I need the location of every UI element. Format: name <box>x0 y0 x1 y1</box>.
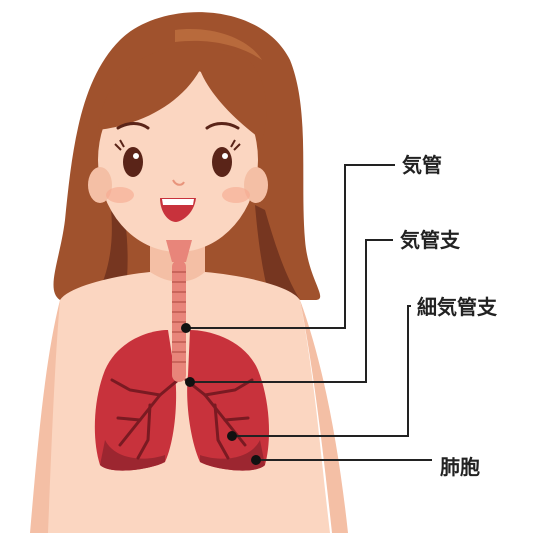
cheek-right <box>222 187 250 203</box>
label-bronchus: 気管支 <box>400 230 460 250</box>
eye-left <box>123 147 143 177</box>
eye-left-highlight <box>133 153 139 159</box>
dot-bronchiole <box>227 431 237 441</box>
label-trachea: 気管 <box>402 155 442 175</box>
eye-right <box>212 147 232 177</box>
dot-bronchus <box>185 377 195 387</box>
dot-alveoli <box>251 455 261 465</box>
eye-right-highlight <box>222 153 228 159</box>
cheek-left <box>106 187 134 203</box>
dot-trachea <box>181 323 191 333</box>
label-alveoli: 肺胞 <box>440 457 480 477</box>
label-bronchiole: 細気管支 <box>417 297 497 317</box>
teeth <box>162 199 194 205</box>
